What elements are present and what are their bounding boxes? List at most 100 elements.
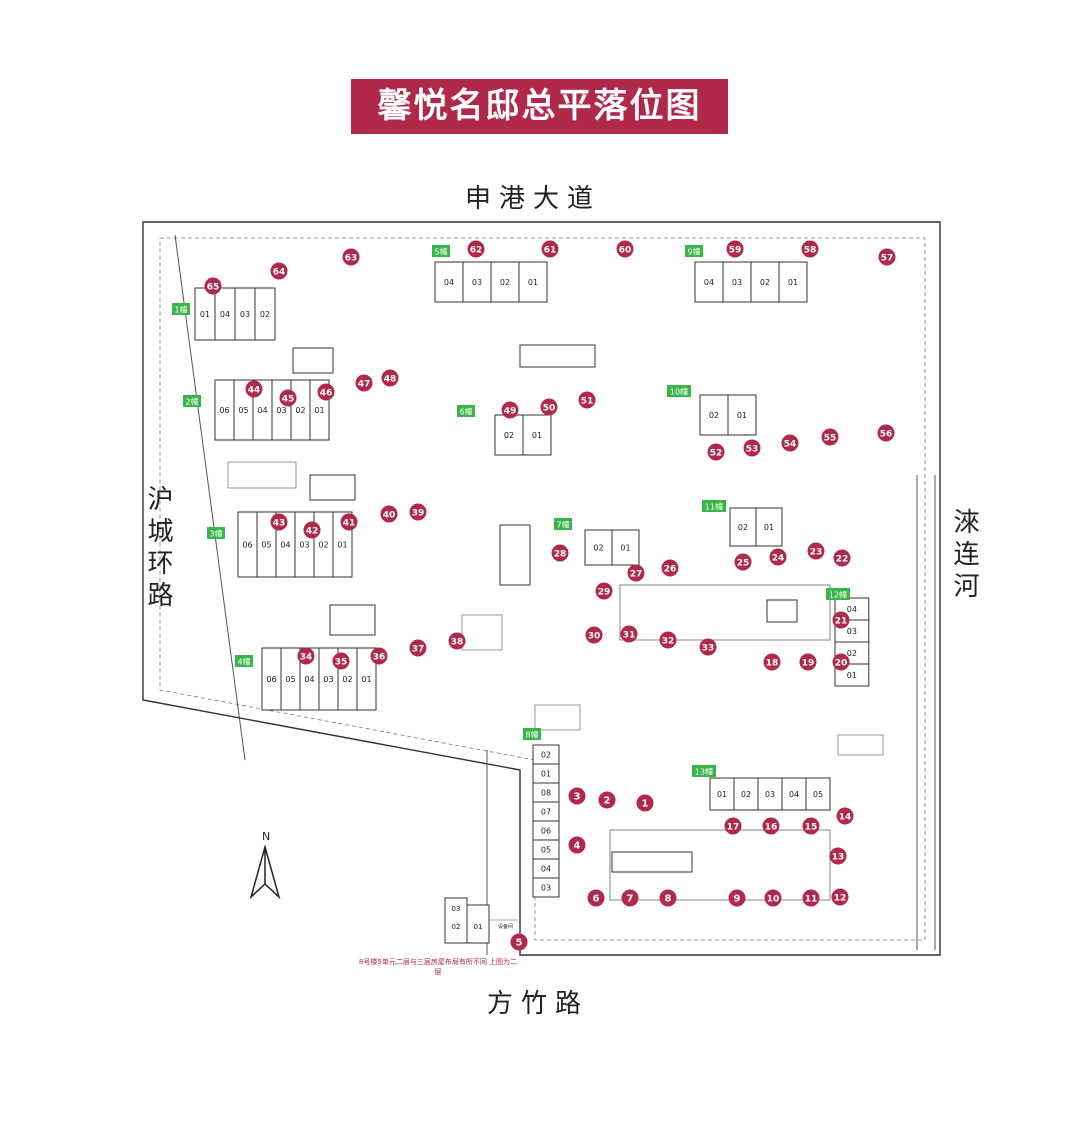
unit-marker: 25 (734, 553, 752, 571)
unit-marker: 63 (342, 248, 360, 266)
svg-text:5: 5 (516, 938, 523, 949)
plaza (519, 344, 596, 368)
unit-marker: 47 (355, 374, 373, 392)
svg-text:18: 18 (766, 659, 779, 669)
svg-text:48: 48 (384, 375, 397, 385)
building-tag: 11幢 (705, 502, 723, 512)
unit-marker: 46 (317, 383, 335, 401)
building-tag: 7幢 (556, 520, 569, 530)
small-building-unit-3: 01 (474, 923, 483, 931)
unit-box (781, 777, 807, 811)
unit-label: 01 (717, 790, 727, 799)
unit-box (584, 529, 613, 566)
building-tag: 2幢 (185, 397, 198, 407)
small-building: 03 02 01 设备间 (444, 897, 513, 944)
unit-marker: 43 (270, 513, 288, 531)
svg-text:3: 3 (574, 792, 581, 803)
unit-marker: 59 (726, 240, 744, 258)
unit-marker: 35 (332, 652, 350, 670)
unit-marker: 64 (270, 262, 288, 280)
unit-box (778, 261, 808, 303)
unit-marker: 38 (448, 632, 466, 650)
unit-marker: 61 (541, 240, 559, 258)
unit-marker: 32 (659, 631, 677, 649)
unit-marker: 18 (763, 653, 781, 671)
building-tag-bg (457, 405, 475, 417)
sports-court-2 (309, 474, 356, 501)
unit-marker: 1 (636, 794, 654, 812)
svg-text:35: 35 (335, 658, 348, 668)
unit-box (709, 777, 735, 811)
svg-text:22: 22 (836, 555, 849, 565)
unit-label: 06 (242, 541, 252, 550)
unit-label: 02 (593, 544, 603, 553)
unit-box (757, 777, 783, 811)
building-tag: 1幢 (174, 305, 187, 315)
unit-marker: 30 (585, 626, 603, 644)
unit-marker: 24 (769, 548, 787, 566)
unit-marker: 13 (829, 847, 847, 865)
unit-box (518, 261, 548, 303)
unit-marker: 65 (204, 277, 222, 295)
court-3 (292, 347, 334, 374)
building-tag-bg (172, 303, 190, 315)
unit-label: 02 (738, 523, 748, 532)
svg-text:15: 15 (805, 823, 818, 833)
svg-text:1: 1 (642, 799, 649, 810)
unit-label: 05 (813, 790, 823, 799)
unit-label: 02 (760, 278, 770, 287)
unit-marker: 20 (832, 653, 850, 671)
unit-marker: 48 (381, 369, 399, 387)
svg-text:57: 57 (881, 254, 894, 264)
svg-text:59: 59 (729, 246, 742, 256)
unit-box (727, 394, 757, 436)
unit-label: 01 (541, 770, 551, 779)
unit-marker: 58 (801, 240, 819, 258)
unit-label: 02 (541, 751, 551, 760)
svg-text:41: 41 (343, 519, 356, 529)
building-tag: 9幢 (687, 247, 700, 257)
svg-text:25: 25 (737, 559, 750, 569)
svg-text:33: 33 (702, 644, 715, 654)
unit-marker: 7 (621, 889, 639, 907)
svg-text:61: 61 (544, 246, 557, 256)
unit-box (611, 529, 640, 566)
svg-text:21: 21 (835, 617, 848, 627)
unit-label: 03 (732, 278, 742, 287)
hatched-areas (227, 461, 884, 756)
svg-text:4: 4 (574, 841, 581, 852)
unit-box (750, 261, 780, 303)
unit-marker: 27 (627, 564, 645, 582)
building-tag-bg (685, 245, 703, 257)
svg-text:37: 37 (412, 645, 425, 655)
svg-text:29: 29 (598, 588, 611, 598)
unit-marker: 57 (878, 248, 896, 266)
building-tag-bg (207, 527, 225, 539)
unit-label: 03 (240, 310, 250, 319)
unit-label: 03 (299, 541, 309, 550)
unit-marker: 52 (707, 443, 725, 461)
building-tag: 5幢 (434, 247, 447, 257)
page-title: 馨悦名邸总平落位图 (351, 79, 728, 134)
unit-marker: 54 (781, 434, 799, 452)
unit-label: 04 (220, 310, 230, 319)
building-tag-bg (692, 765, 716, 777)
unit-box (462, 261, 492, 303)
svg-text:24: 24 (772, 554, 785, 564)
building-tag-bg (235, 655, 253, 667)
building-tag: 6幢 (459, 407, 472, 417)
unit-marker: 3 (568, 787, 586, 805)
unit-box (755, 507, 783, 547)
svg-text:55: 55 (824, 434, 837, 444)
building-tag-bg (554, 518, 572, 530)
svg-text:62: 62 (470, 246, 483, 256)
svg-text:30: 30 (588, 632, 601, 642)
unit-label: 04 (304, 675, 314, 684)
svg-text:36: 36 (373, 653, 386, 663)
